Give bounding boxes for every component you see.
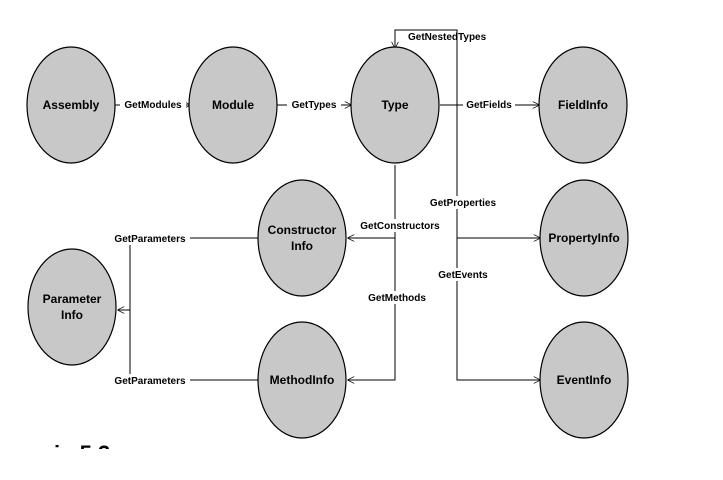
label-parameterinfo-line2: Info <box>61 308 83 322</box>
label-getparameters-top: GetParameters <box>114 234 186 245</box>
node-methodinfo <box>257 321 347 439</box>
label-getmethods: GetMethods <box>368 293 426 304</box>
edge-getevents <box>456 238 540 380</box>
edge-getparameters-top <box>118 237 258 310</box>
label-type: Type <box>381 98 408 112</box>
edge-getproperties <box>456 105 540 238</box>
label-module: Module <box>212 98 254 112</box>
node-constructorinfo <box>257 179 347 297</box>
label-eventinfo: EventInfo <box>557 373 612 387</box>
nodes <box>26 46 629 439</box>
label-fieldinfo: FieldInfo <box>558 98 608 112</box>
label-getnestedtypes: GetNestedTypes <box>408 32 487 43</box>
label-getmodules: GetModules <box>124 100 182 111</box>
node-labels: Assembly Module Type FieldInfo Construct… <box>43 98 620 387</box>
label-constructorinfo-line1: Constructor <box>268 223 337 237</box>
node-propertyinfo <box>539 179 629 297</box>
label-parameterinfo-line1: Parameter <box>43 292 102 306</box>
edge-getnestedtypes <box>395 29 458 105</box>
label-getconstructors: GetConstructors <box>360 221 440 232</box>
label-getproperties: GetProperties <box>430 198 497 209</box>
label-gettypes: GetTypes <box>292 100 337 111</box>
label-getfields: GetFields <box>466 100 512 111</box>
label-getparameters-bottom: GetParameters <box>114 376 186 387</box>
label-assembly: Assembly <box>43 98 100 112</box>
edge-labels: GetModules GetTypes GetFields GetNestedT… <box>110 32 515 387</box>
label-propertyinfo: PropertyInfo <box>548 231 619 245</box>
figure-caption: ig 5.3 <box>54 441 110 466</box>
edge-getparameters-bottom <box>129 310 258 381</box>
connectors <box>115 29 540 381</box>
node-eventinfo <box>539 321 629 439</box>
node-assembly <box>26 46 116 164</box>
label-getevents: GetEvents <box>438 270 488 281</box>
node-fieldinfo <box>538 46 628 164</box>
node-type <box>350 46 440 164</box>
node-parameterinfo <box>27 248 117 366</box>
node-module <box>188 46 278 164</box>
label-constructorinfo-line2: Info <box>291 239 313 253</box>
edge-getmethods <box>348 238 396 380</box>
label-methodinfo: MethodInfo <box>270 373 335 387</box>
